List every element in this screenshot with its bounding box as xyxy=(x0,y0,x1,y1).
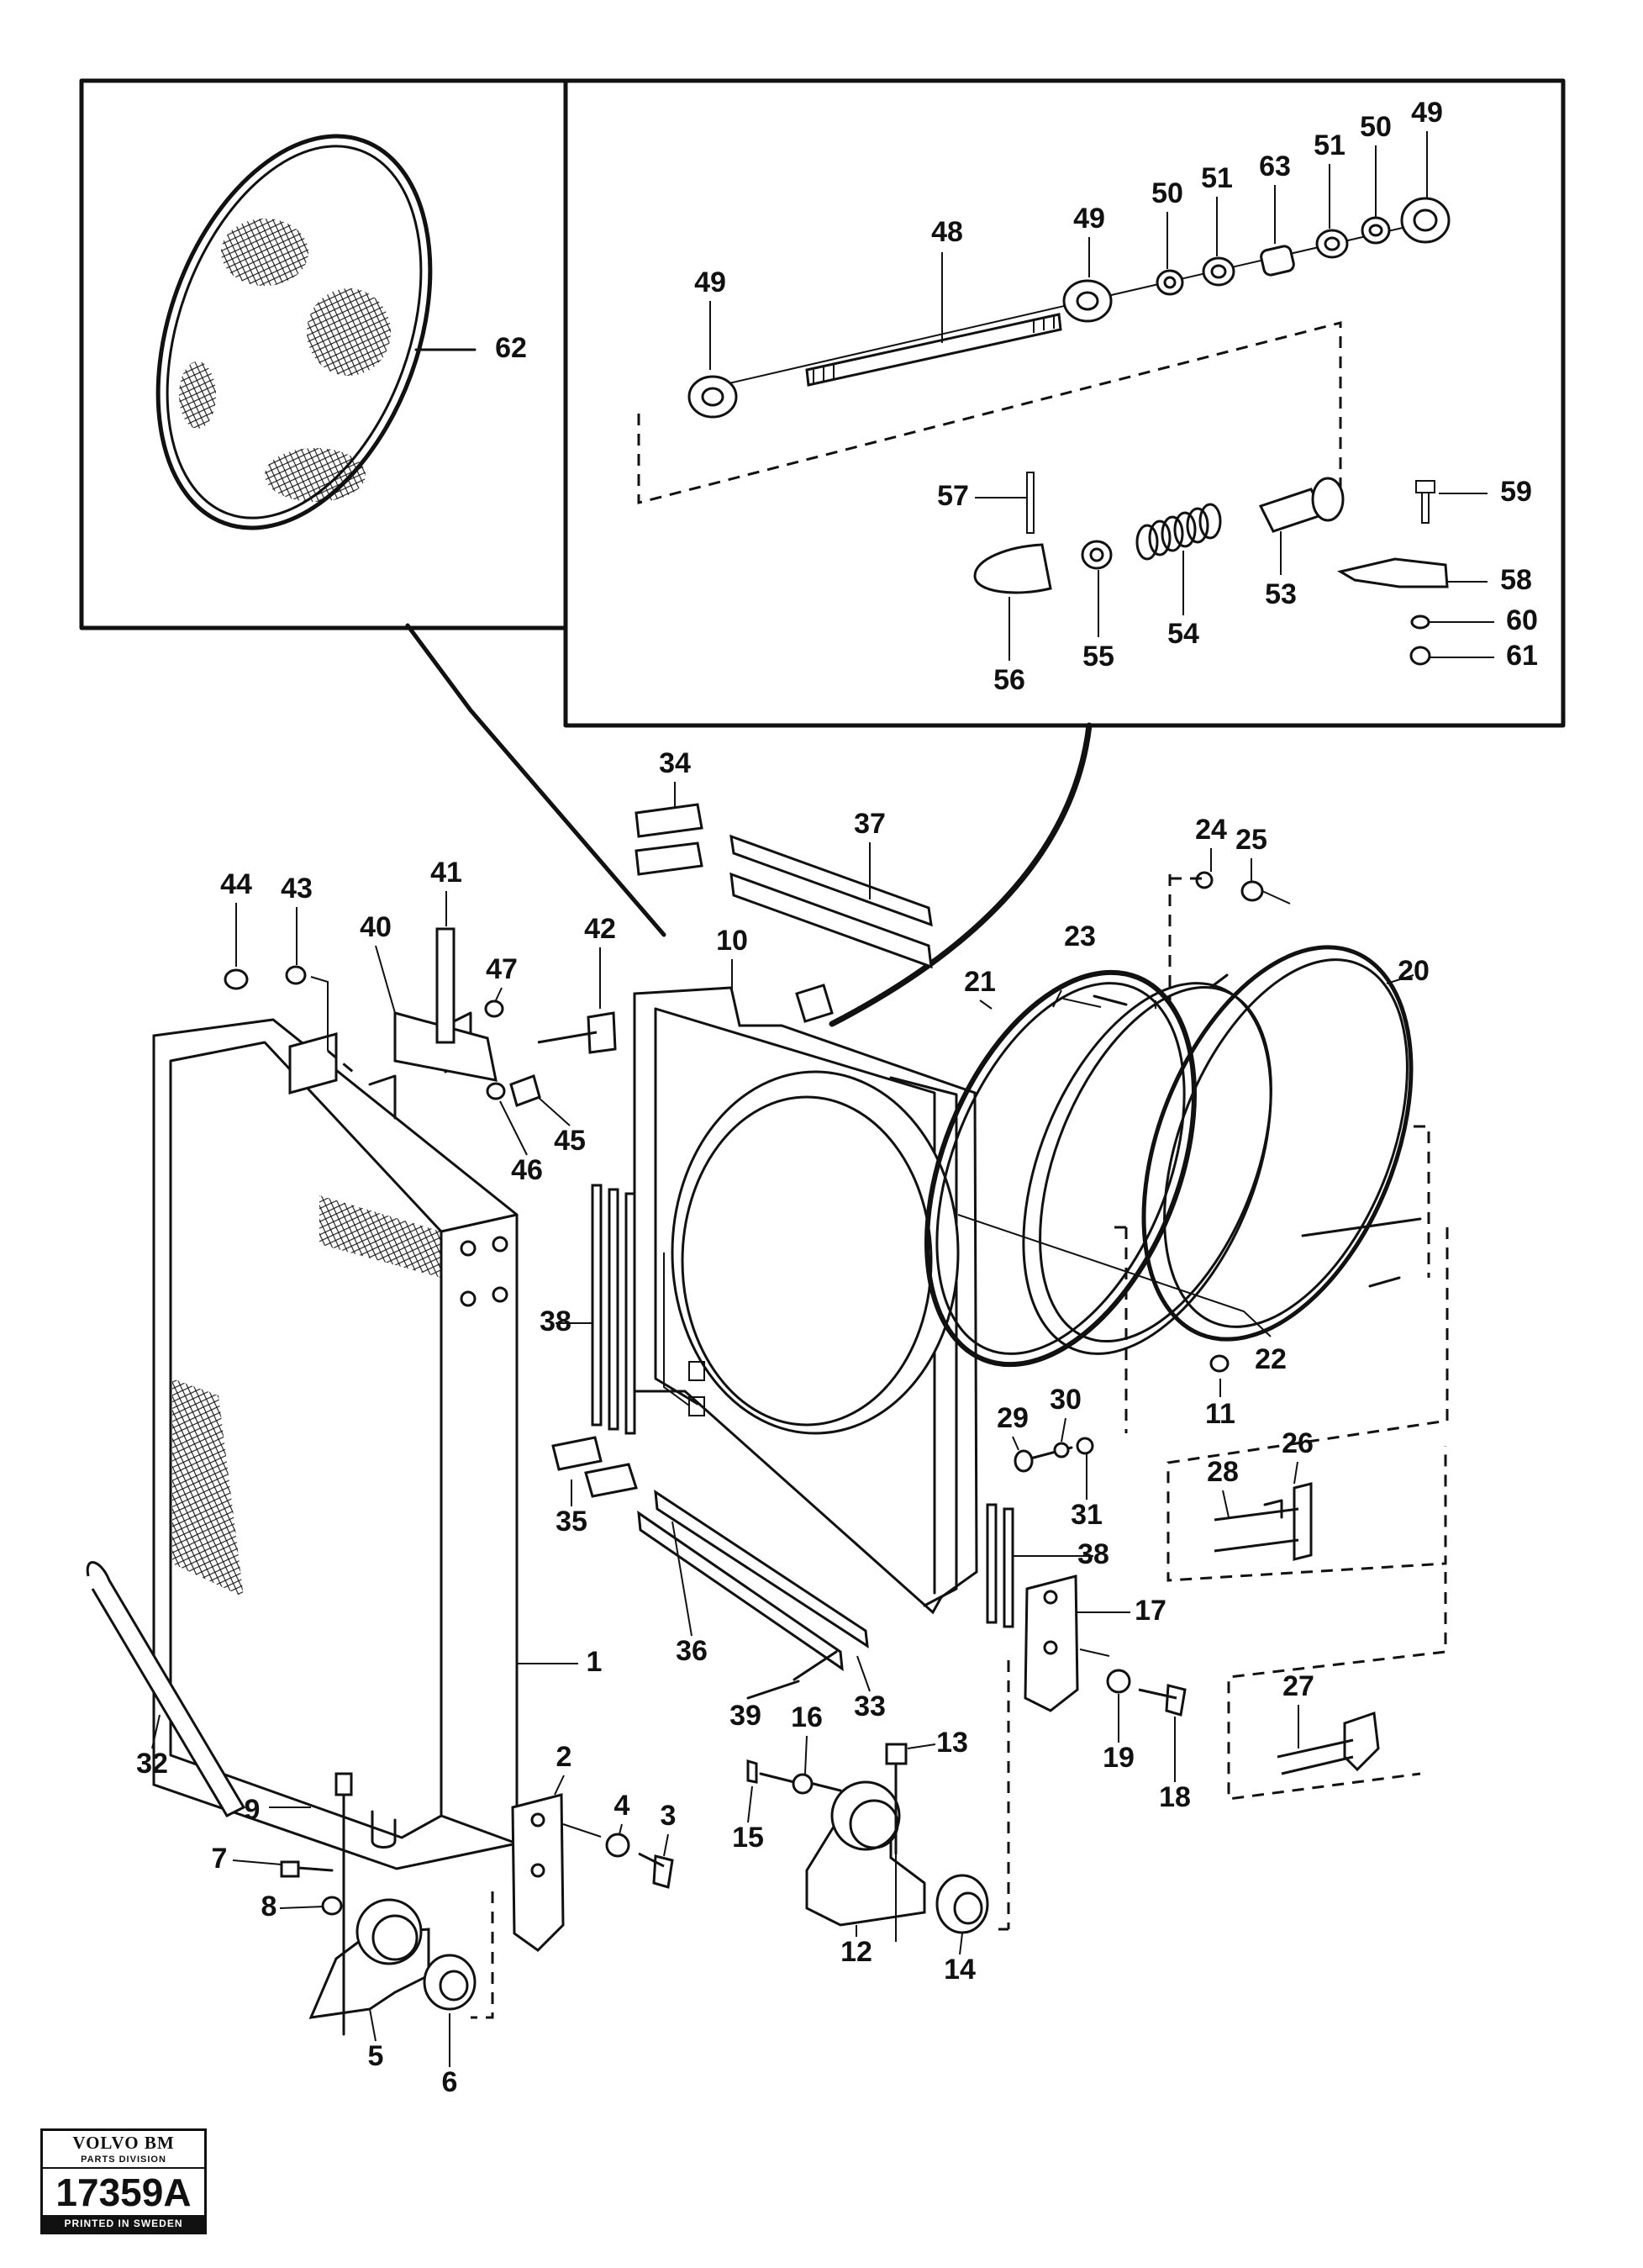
part-label-5: 5 xyxy=(368,2040,384,2072)
part-label-4: 4 xyxy=(614,1790,630,1822)
part-label-22: 22 xyxy=(1255,1343,1287,1375)
part-label-59: 59 xyxy=(1500,476,1532,508)
part-label-38: 38 xyxy=(1077,1538,1109,1570)
part-label-51: 51 xyxy=(1314,129,1345,161)
part-label-43: 43 xyxy=(281,873,313,905)
part-label-50: 50 xyxy=(1360,111,1392,143)
seal-strips xyxy=(551,782,1093,1700)
part-label-25: 25 xyxy=(1235,824,1267,856)
part-label-17: 17 xyxy=(1135,1595,1166,1627)
part-label-58: 58 xyxy=(1500,564,1532,596)
part-label-61: 61 xyxy=(1506,640,1538,672)
part-label-49: 49 xyxy=(694,266,726,298)
part-label-36: 36 xyxy=(676,1635,708,1667)
part-label-38: 38 xyxy=(540,1305,571,1337)
part-label-50: 50 xyxy=(1151,177,1183,209)
part-label-62: 62 xyxy=(495,332,527,364)
badge-drawing-number: 17359A xyxy=(55,2170,192,2214)
part-label-12: 12 xyxy=(840,1936,872,1968)
part-label-7: 7 xyxy=(212,1843,228,1875)
part-label-1: 1 xyxy=(587,1646,603,1678)
badge-division: PARTS DIVISION xyxy=(43,2155,204,2169)
part-label-40: 40 xyxy=(360,911,392,943)
part-label-33: 33 xyxy=(854,1690,886,1722)
part-label-30: 30 xyxy=(1050,1384,1082,1416)
part-label-3: 3 xyxy=(661,1800,677,1832)
part-label-26: 26 xyxy=(1282,1427,1314,1459)
part-label-24: 24 xyxy=(1195,814,1227,846)
part-label-11: 11 xyxy=(1205,1398,1235,1430)
part-label-23: 23 xyxy=(1064,920,1096,952)
part-label-9: 9 xyxy=(245,1794,261,1826)
part-label-42: 42 xyxy=(584,913,616,945)
part-label-6: 6 xyxy=(442,2066,458,2098)
top-bracket-assembly xyxy=(224,891,617,1156)
part-label-35: 35 xyxy=(556,1506,587,1537)
part-label-28: 28 xyxy=(1207,1456,1239,1488)
part-label-49: 49 xyxy=(1411,97,1443,129)
part-label-55: 55 xyxy=(1082,641,1114,672)
part-label-34: 34 xyxy=(659,747,691,779)
inset-pointer-left xyxy=(405,623,666,937)
part-label-19: 19 xyxy=(1103,1742,1135,1774)
part-label-21: 21 xyxy=(964,966,996,998)
part-label-53: 53 xyxy=(1265,578,1297,610)
lower-mounts xyxy=(86,1226,1449,2067)
part-label-51: 51 xyxy=(1201,162,1233,194)
badge-brand: VOLVO BM xyxy=(72,2133,175,2153)
volvo-bm-badge: VOLVO BM PARTS DIVISION 17359A PRINTED I… xyxy=(40,2128,207,2234)
part-label-18: 18 xyxy=(1159,1781,1191,1813)
part-label-16: 16 xyxy=(791,1701,823,1733)
part-label-57: 57 xyxy=(937,480,969,512)
part-label-39: 39 xyxy=(729,1700,761,1732)
part-label-20: 20 xyxy=(1398,955,1430,987)
part-label-13: 13 xyxy=(936,1727,968,1759)
radiator-part-1 xyxy=(152,1011,578,1870)
grille-screen-part-62 xyxy=(155,134,477,530)
part-label-63: 63 xyxy=(1259,150,1291,182)
part-label-48: 48 xyxy=(931,216,963,248)
part-label-46: 46 xyxy=(511,1154,543,1186)
part-label-27: 27 xyxy=(1282,1670,1314,1702)
part-label-54: 54 xyxy=(1167,618,1199,650)
part-label-8: 8 xyxy=(261,1891,277,1923)
part-label-31: 31 xyxy=(1071,1499,1103,1531)
part-label-44: 44 xyxy=(220,868,252,900)
part-label-60: 60 xyxy=(1506,604,1538,636)
tensioner-assembly xyxy=(637,131,1494,666)
part-label-2: 2 xyxy=(556,1741,572,1773)
badge-footer: PRINTED IN SWEDEN xyxy=(43,2215,204,2232)
part-label-32: 32 xyxy=(136,1748,168,1780)
part-label-15: 15 xyxy=(732,1822,764,1854)
part-label-37: 37 xyxy=(854,808,886,840)
part-label-56: 56 xyxy=(993,664,1025,696)
inset-right-frame xyxy=(563,78,1566,728)
part-label-47: 47 xyxy=(486,953,518,985)
part-label-14: 14 xyxy=(944,1954,976,1986)
part-label-10: 10 xyxy=(716,925,748,957)
part-label-41: 41 xyxy=(430,857,462,889)
inset-pointer-right xyxy=(829,722,1093,1027)
fan-rings xyxy=(924,848,1430,1397)
part-label-29: 29 xyxy=(997,1402,1029,1434)
part-label-49: 49 xyxy=(1073,203,1105,235)
part-label-45: 45 xyxy=(554,1125,586,1157)
